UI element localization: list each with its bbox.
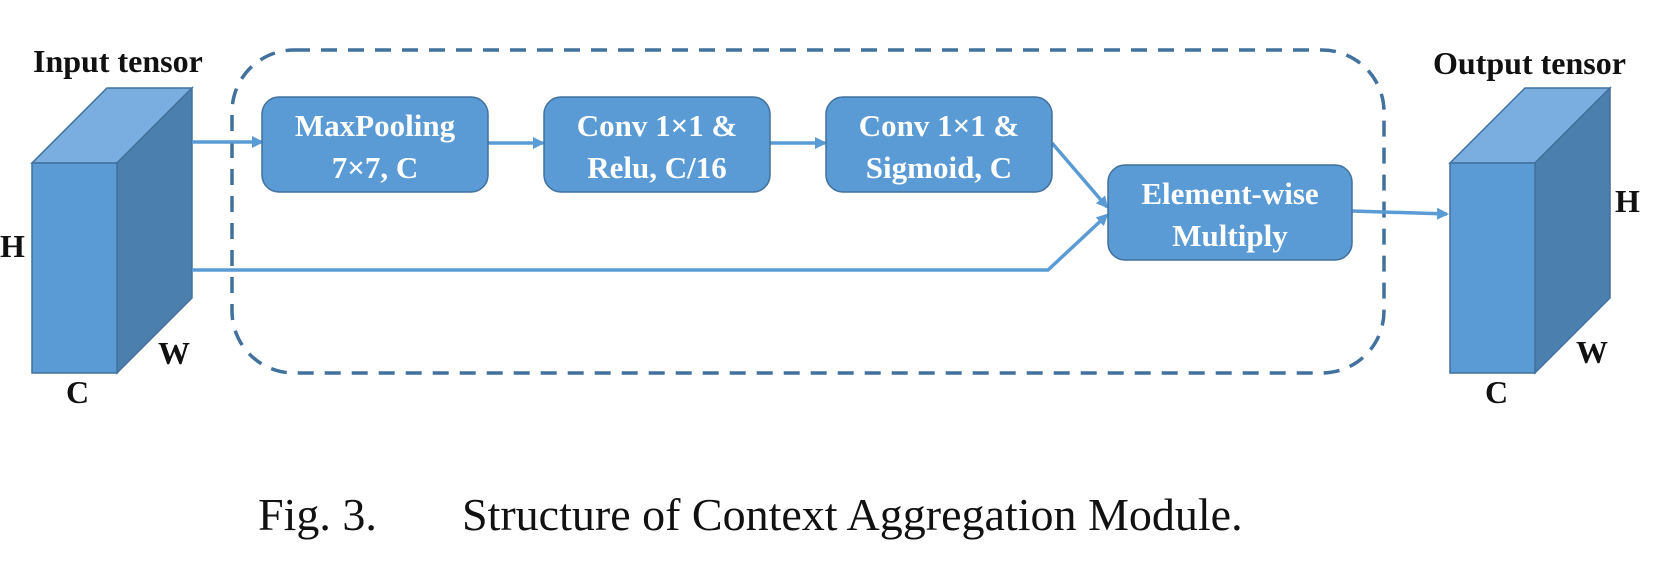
multiply-box-line1: Element-wise <box>1141 176 1318 211</box>
input-cube-front <box>31 162 118 374</box>
arrow-conv-sigmoid-to-multiply <box>1050 141 1109 209</box>
output-c-label: C <box>1485 374 1508 410</box>
figure-caption-text: Structure of Context Aggregation Module. <box>462 489 1243 540</box>
conv-relu-box-line2: Relu, C/16 <box>587 150 727 185</box>
output-cube-front <box>1449 162 1536 374</box>
conv-sigmoid-box-line1: Conv 1×1 & <box>859 108 1020 143</box>
output-tensor-cube <box>1448 86 1612 375</box>
conv-relu-box: Conv 1×1 & Relu, C/16 <box>543 96 771 193</box>
output-tensor-title: Output tensor <box>1433 45 1626 81</box>
arrow-skip-input-to-multiply <box>192 213 1109 272</box>
output-h-label: H <box>1615 183 1640 219</box>
conv-sigmoid-box-line2: Sigmoid, C <box>866 150 1012 185</box>
output-w-label: W <box>1576 334 1608 370</box>
maxpooling-box: MaxPooling 7×7, C <box>261 96 489 193</box>
input-h-label: H <box>0 228 25 264</box>
input-tensor-cube <box>30 86 194 375</box>
maxpooling-box-line1: MaxPooling <box>295 108 456 143</box>
multiply-box-line2: Multiply <box>1172 218 1288 253</box>
conv-sigmoid-box: Conv 1×1 & Sigmoid, C <box>825 96 1053 193</box>
element-wise-multiply-box: Element-wise Multiply <box>1107 164 1353 261</box>
conv-relu-box-line1: Conv 1×1 & <box>577 108 738 143</box>
input-w-label: W <box>158 335 190 371</box>
figure-caption-number: Fig. 3. <box>258 489 377 540</box>
arrow-multiply-to-output <box>1351 207 1449 220</box>
input-tensor-title: Input tensor <box>33 43 203 79</box>
input-c-label: C <box>66 374 89 410</box>
maxpooling-box-line2: 7×7, C <box>332 150 419 185</box>
